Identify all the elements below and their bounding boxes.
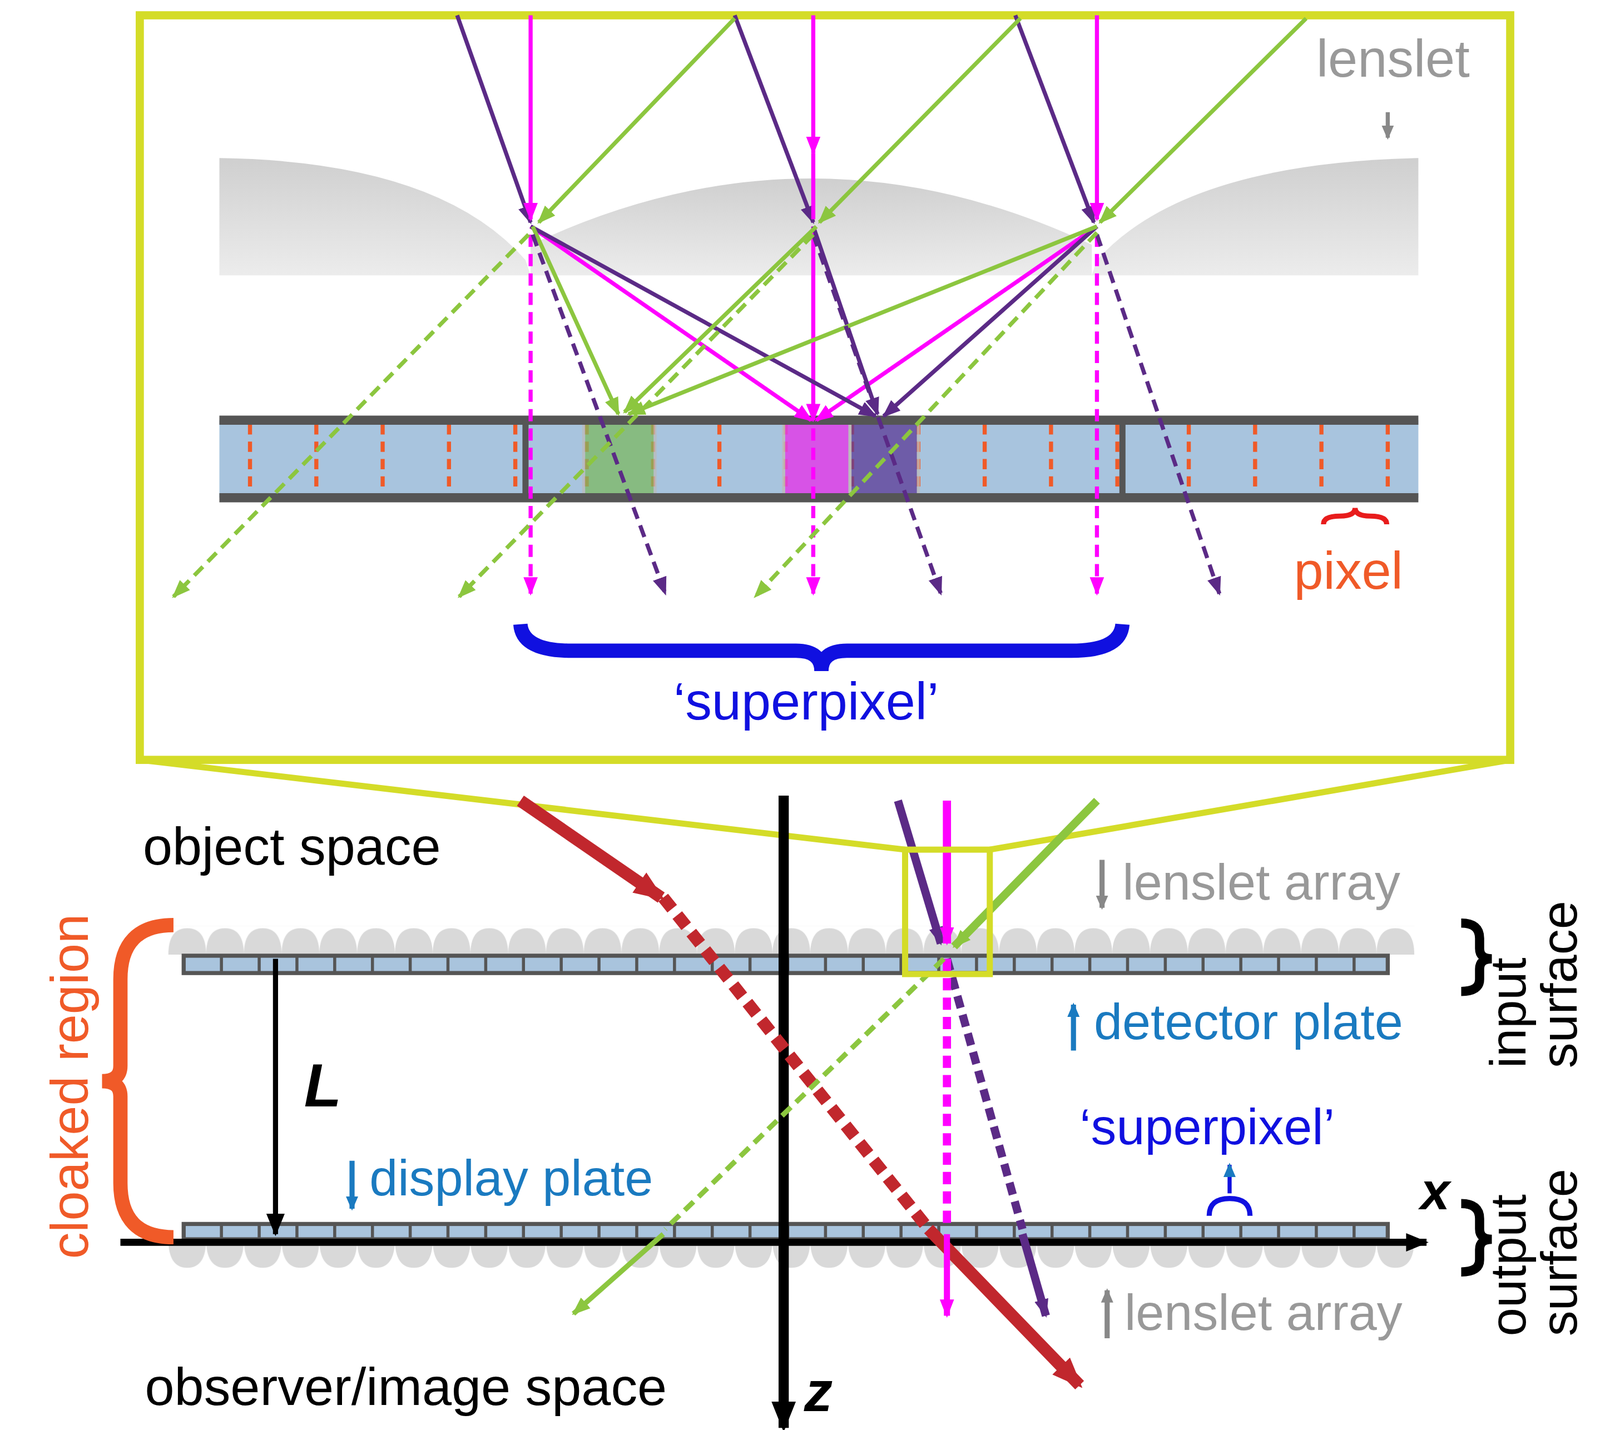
plate-divider xyxy=(333,1224,337,1240)
plate-divider xyxy=(862,1224,866,1240)
plate-divider xyxy=(748,955,752,974)
plate-divider xyxy=(370,955,375,974)
plate-divider xyxy=(597,1224,601,1240)
plate-divider xyxy=(1088,1224,1092,1240)
plate-divider xyxy=(1201,1224,1206,1240)
plate-divider xyxy=(1163,1224,1168,1240)
pixel-boundary xyxy=(1319,424,1324,494)
plate-divider xyxy=(333,955,337,974)
pixel-boundary xyxy=(1252,424,1257,494)
plate-divider xyxy=(1239,1224,1243,1240)
pixel-boundary xyxy=(447,424,452,494)
pixel-boundary xyxy=(1048,424,1053,494)
plate-divider xyxy=(1276,955,1281,974)
plate-label: detector plate xyxy=(1093,994,1404,1049)
pixel-boundary xyxy=(1115,424,1119,494)
plate-divider xyxy=(219,955,224,974)
cloaked-region-label: cloaked region xyxy=(41,914,98,1260)
pixel-boundary xyxy=(314,424,319,494)
surface-label: input surface xyxy=(1482,900,1585,1069)
plate-divider xyxy=(446,955,450,974)
lenslet-array-label: lenslet array xyxy=(1122,855,1401,909)
plate-divider xyxy=(1126,955,1130,974)
pixel-boundary xyxy=(1186,424,1191,494)
plate-divider xyxy=(748,1224,752,1240)
plate-divider xyxy=(408,955,413,974)
plate-divider xyxy=(257,1224,261,1240)
superpixel-label: ‘superpixel’ xyxy=(1079,1100,1335,1154)
pixel-boundary xyxy=(982,424,987,494)
plate-divider xyxy=(862,955,866,974)
plate-divider xyxy=(635,955,639,974)
plate-divider xyxy=(295,955,299,974)
plate-divider xyxy=(219,1224,224,1240)
plate-divider xyxy=(522,955,526,974)
plate-divider xyxy=(1276,1224,1281,1240)
dimension-label: L xyxy=(304,1053,342,1118)
plate-divider xyxy=(408,1224,413,1240)
space-label: observer/image space xyxy=(145,1359,668,1415)
plate-divider xyxy=(1126,1224,1130,1240)
axis-label: z xyxy=(804,1361,833,1423)
plate-divider xyxy=(1352,955,1356,974)
plate-divider xyxy=(597,955,601,974)
plate-divider xyxy=(1050,1224,1054,1240)
axis-label: x xyxy=(1420,1163,1450,1220)
plate-divider xyxy=(522,1224,526,1240)
surface-label: output surface xyxy=(1482,1169,1585,1337)
plate-label: display plate xyxy=(369,1151,653,1205)
plate-divider xyxy=(295,1224,299,1240)
pixel-boundary xyxy=(248,424,252,494)
pixel-boundary xyxy=(380,424,385,494)
space-label: object space xyxy=(142,818,442,875)
plate-divider xyxy=(446,1224,450,1240)
plate-divider xyxy=(484,955,488,974)
plate-divider xyxy=(974,955,979,974)
plate-divider xyxy=(559,955,563,974)
plate-divider xyxy=(559,1224,563,1240)
plate-divider xyxy=(1050,955,1054,974)
plate-divider xyxy=(1201,955,1206,974)
plate-divider xyxy=(824,1224,828,1240)
plate-divider xyxy=(974,1224,979,1240)
plate-divider xyxy=(824,955,828,974)
plate-divider xyxy=(635,1224,639,1240)
pixel-boundary xyxy=(1385,424,1390,494)
lenslet-array-label: lenslet array xyxy=(1124,1285,1403,1340)
superpixel-label: ‘superpixel’ xyxy=(673,673,939,730)
plate-divider xyxy=(484,1224,488,1240)
plate-divider xyxy=(672,955,677,974)
plate-divider xyxy=(257,955,261,974)
inset-lenslet-label: lenslet xyxy=(1316,30,1470,87)
plate-divider xyxy=(1352,1224,1356,1240)
plate-divider xyxy=(1239,955,1243,974)
pixel-boundary xyxy=(513,424,518,494)
plate-divider xyxy=(899,1224,903,1240)
pixel-boundary xyxy=(717,424,722,494)
plate-divider xyxy=(370,1224,375,1240)
plate-divider xyxy=(672,1224,677,1240)
pixel-label: pixel xyxy=(1294,542,1404,599)
plate-divider xyxy=(1012,955,1017,974)
plate-divider xyxy=(1012,1224,1017,1240)
plate-divider xyxy=(1314,1224,1319,1240)
plate-divider xyxy=(1088,955,1092,974)
plate-divider xyxy=(710,1224,715,1240)
plate-divider xyxy=(1163,955,1168,974)
plate-divider xyxy=(1314,955,1319,974)
